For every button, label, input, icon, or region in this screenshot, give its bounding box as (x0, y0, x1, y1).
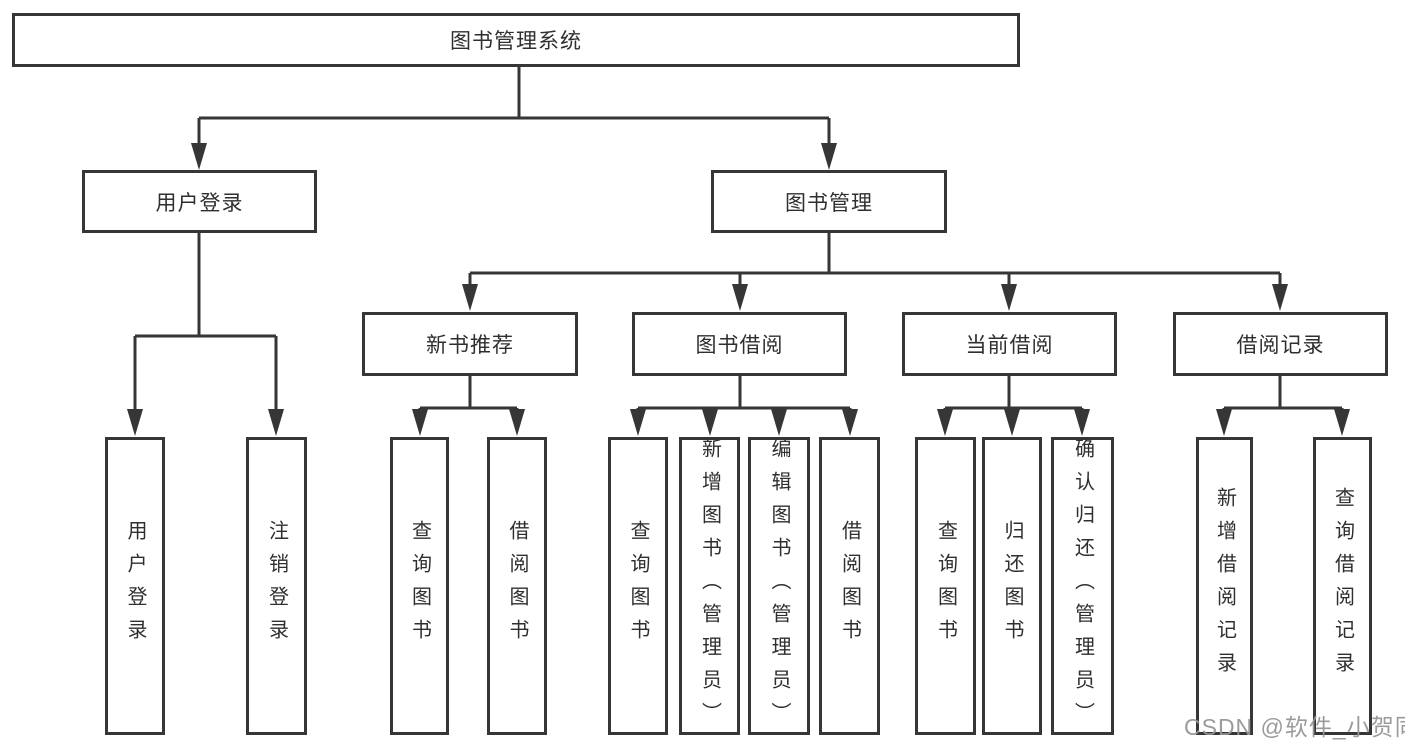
node-label: 借阅图书 (838, 520, 861, 652)
arrowhead-icon (821, 143, 837, 170)
node-borrow-books-borrowing: 借阅图书 (819, 437, 880, 735)
node-label: 注销登录 (265, 520, 288, 652)
node-label: 查询图书 (934, 520, 957, 652)
node-query-books-current: 查询图书 (915, 437, 976, 735)
node-label: 借阅图书 (506, 520, 528, 652)
arrowhead-icon (1216, 409, 1232, 436)
node-label: 新增借阅记录 (1213, 487, 1236, 685)
arrowhead-icon (732, 284, 748, 311)
node-edit-book-admin: 编辑图书（管理员） (748, 437, 810, 735)
node-add-borrow-record: 新增借阅记录 (1196, 437, 1253, 735)
node-label: 编辑图书（管理员） (768, 437, 790, 735)
node-borrow-books-recommend: 借阅图书 (487, 437, 547, 735)
csdn-watermark: CSDN @软件_小贺同学 (1184, 714, 1405, 740)
arrowhead-icon (1272, 284, 1288, 311)
node-new-book-recommendation: 新书推荐 (362, 312, 578, 376)
node-label: 新增图书（管理员） (698, 437, 721, 735)
arrowhead-icon (702, 409, 718, 436)
arrowhead-icon (1074, 409, 1090, 436)
arrowhead-icon (462, 284, 478, 311)
arrowhead-icon (127, 409, 143, 436)
node-label: 确认归还（管理员） (1071, 437, 1094, 735)
node-label: 查询借阅记录 (1331, 487, 1354, 685)
arrowhead-icon (268, 409, 284, 436)
node-label: 查询图书 (408, 520, 431, 652)
arrowhead-icon (1004, 409, 1020, 436)
node-query-books-borrowing: 查询图书 (608, 437, 668, 735)
node-return-book: 归还图书 (982, 437, 1042, 735)
node-book-borrowing: 图书借阅 (632, 312, 847, 376)
arrowhead-icon (1001, 284, 1017, 311)
arrowhead-icon (412, 409, 428, 436)
arrowhead-icon (1334, 409, 1350, 436)
node-label: 用户登录 (124, 520, 146, 652)
node-borrowing-records: 借阅记录 (1173, 312, 1388, 376)
arrowhead-icon (771, 409, 787, 436)
node-label: 归还图书 (1001, 520, 1023, 652)
node-confirm-return-admin: 确认归还（管理员） (1051, 437, 1114, 735)
node-root: 图书管理系统 (12, 13, 1020, 67)
node-query-borrow-record: 查询借阅记录 (1313, 437, 1372, 735)
node-user-login-leaf: 用户登录 (105, 437, 165, 735)
node-user-login: 用户登录 (82, 170, 317, 233)
arrowhead-icon (937, 409, 953, 436)
arrowhead-icon (842, 409, 858, 436)
arrowhead-icon (509, 409, 525, 436)
arrowhead-icon (630, 409, 646, 436)
arrowhead-icon (191, 143, 207, 170)
node-current-borrowing: 当前借阅 (902, 312, 1117, 376)
arrowheads (127, 143, 1350, 436)
node-book-management: 图书管理 (711, 170, 947, 233)
node-logout-leaf: 注销登录 (246, 437, 307, 735)
node-label: 查询图书 (627, 520, 649, 652)
node-query-books-recommend: 查询图书 (390, 437, 449, 735)
node-add-book-admin: 新增图书（管理员） (679, 437, 740, 735)
